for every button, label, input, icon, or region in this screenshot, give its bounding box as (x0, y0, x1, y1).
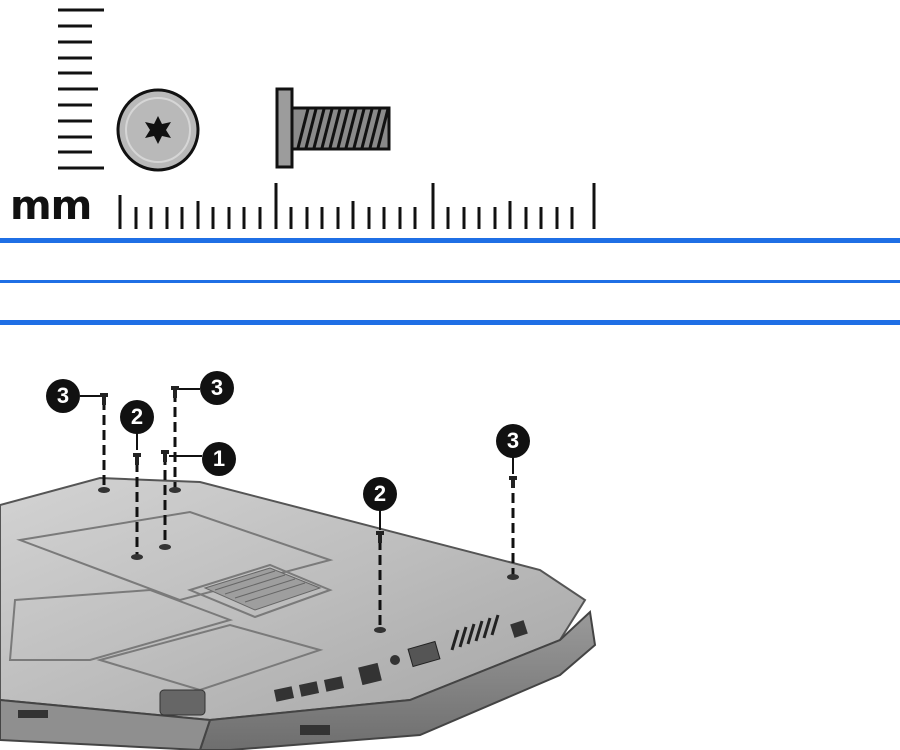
callout-3-right: 3 (496, 424, 530, 458)
callout-2-left: 2 (120, 400, 154, 434)
callout-3-left: 3 (46, 379, 80, 413)
callout-1: 1 (202, 442, 236, 476)
callout-2-center: 2 (363, 477, 397, 511)
callout-3-top: 3 (200, 371, 234, 405)
